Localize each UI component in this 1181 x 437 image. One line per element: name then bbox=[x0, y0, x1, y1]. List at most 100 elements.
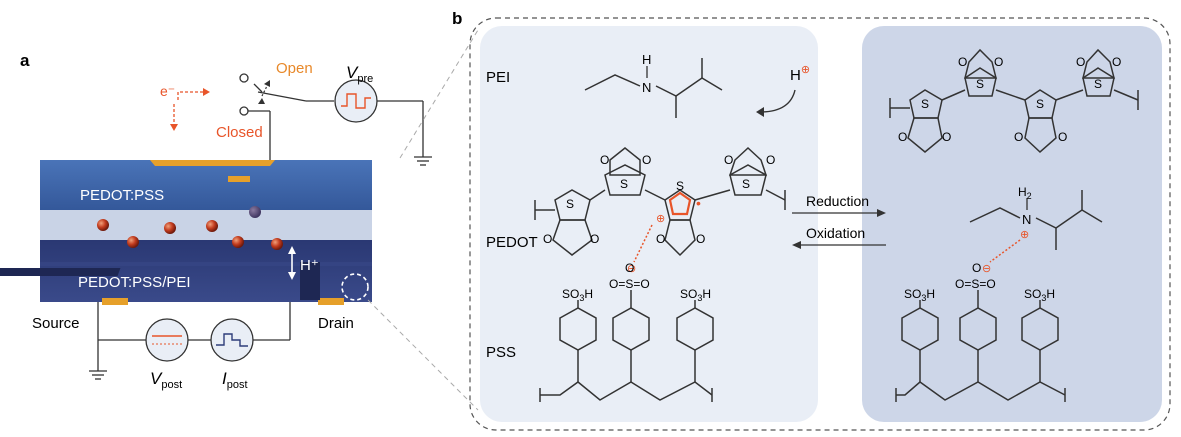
ionic-interaction bbox=[633, 224, 653, 263]
source-label: Source bbox=[32, 315, 80, 332]
sulfur-atom: S bbox=[921, 97, 929, 111]
switch-terminal-closed bbox=[239, 106, 249, 116]
pei-h2-group: H2 bbox=[1018, 185, 1032, 201]
ion-particle bbox=[271, 238, 283, 250]
sulfonic-acid-group: SO3H bbox=[904, 287, 935, 303]
reduction-label: Reduction bbox=[806, 193, 869, 209]
sulfonic-acid-group: SO3H bbox=[1024, 287, 1055, 303]
arrow-head bbox=[877, 209, 886, 217]
switch-closed-label: Closed bbox=[216, 124, 263, 141]
arrow-head bbox=[792, 241, 801, 249]
ground-icon bbox=[414, 156, 432, 166]
pss-polymer-left bbox=[539, 290, 714, 402]
pei-molecule-left bbox=[584, 58, 723, 118]
source-contact bbox=[102, 298, 128, 305]
pedot-row-label: PEDOT bbox=[486, 234, 538, 251]
oxygen-atom: O bbox=[696, 232, 705, 246]
oxidation-label: Oxidation bbox=[806, 225, 865, 241]
panel-b: b PEI PEDOT PSS N H H⊕ bbox=[452, 9, 1171, 431]
pedot-chain-right bbox=[889, 48, 1139, 154]
zoom-guide-line bbox=[367, 299, 479, 411]
negative-charge: ⊖ bbox=[627, 263, 636, 275]
switch-blade bbox=[257, 91, 307, 102]
sulfur-atom: S bbox=[1036, 97, 1044, 111]
sulfonic-acid-group: SO3H bbox=[680, 287, 711, 303]
oxidized-state-panel bbox=[862, 26, 1162, 422]
sulfonate-group: O=S=O bbox=[955, 277, 996, 291]
drain-channel bbox=[300, 262, 320, 300]
source-channel bbox=[0, 268, 121, 276]
panel-a: a PEDOT:PSS PEDOT:PSS/PEI bbox=[0, 29, 479, 411]
top-layer-front bbox=[40, 160, 372, 210]
square-wave-icon bbox=[341, 93, 371, 109]
channel-circuit: Source Drain Vpost Ipost bbox=[32, 302, 354, 391]
sulfur-atom: S bbox=[976, 77, 984, 91]
oxygen-atom: O bbox=[642, 153, 651, 167]
layer-top-label: PEDOT:PSS bbox=[80, 187, 164, 204]
i-post-label: Ipost bbox=[222, 369, 248, 391]
sulfonate-oxygen: O bbox=[625, 261, 634, 275]
pei-n-atom: N bbox=[1022, 212, 1031, 227]
ion-particle bbox=[249, 206, 261, 218]
oxygen-atom: O bbox=[543, 232, 552, 246]
sulfur-atom: S bbox=[620, 177, 628, 191]
switch-open-label: Open bbox=[276, 60, 313, 77]
pei-n-atom: N bbox=[642, 80, 651, 95]
electrolyte-layer bbox=[40, 210, 372, 240]
zoom-frame bbox=[469, 17, 1171, 431]
bottom-layer-edge bbox=[40, 262, 372, 266]
v-post-label: Vpost bbox=[150, 369, 182, 391]
gate-circuit: Open Closed Vpre e⁻ bbox=[160, 60, 432, 166]
oxygen-atom: O bbox=[1076, 55, 1085, 69]
proton-arrow-head-down bbox=[288, 272, 296, 280]
oxygen-atom: O bbox=[766, 153, 775, 167]
electron-label: e⁻ bbox=[160, 83, 175, 99]
reduced-state-panel bbox=[480, 26, 818, 422]
panel-a-label: a bbox=[20, 51, 30, 70]
proton-label: H⊕ bbox=[790, 64, 810, 84]
switch-arrow-head bbox=[264, 80, 270, 87]
oxygen-atom: O bbox=[994, 55, 1003, 69]
pss-polymer-right bbox=[895, 290, 1066, 402]
panel-b-label: b bbox=[452, 9, 462, 28]
electron-path bbox=[177, 91, 204, 100]
oxygen-atom: O bbox=[1014, 130, 1023, 144]
oxygen-atom: O bbox=[958, 55, 967, 69]
pedot-chain-left bbox=[534, 146, 786, 257]
drain-contact bbox=[318, 298, 344, 305]
current-wave-icon bbox=[216, 333, 248, 347]
sulfonate-group: O=S=O bbox=[609, 277, 650, 291]
oxygen-atom: O bbox=[898, 130, 907, 144]
oxygen-atom: O bbox=[600, 153, 609, 167]
ground-icon bbox=[89, 370, 107, 380]
layer-bottom-label: PEDOT:PSS/PEI bbox=[78, 274, 191, 291]
oxygen-atom: O bbox=[656, 232, 665, 246]
drain-label: Drain bbox=[318, 315, 354, 332]
arrow-head bbox=[756, 107, 764, 117]
ion-particle bbox=[97, 219, 109, 231]
switch-arrow-head bbox=[258, 98, 265, 104]
proton-arrow-head-up bbox=[288, 246, 296, 254]
oxygen-atom: O bbox=[942, 130, 951, 144]
radical-dot: • bbox=[696, 195, 701, 211]
gate-contact bbox=[150, 160, 275, 166]
gate-contact-front bbox=[228, 176, 250, 182]
sulfonate-oxygen: O bbox=[972, 261, 981, 275]
ion-particle bbox=[206, 220, 218, 232]
electron-arrow-head bbox=[170, 124, 178, 131]
ion-particle bbox=[164, 222, 176, 234]
positive-charge: ⊕ bbox=[656, 213, 665, 225]
sulfonic-acid-group: SO3H bbox=[562, 287, 593, 303]
zoom-circle bbox=[341, 273, 369, 301]
negative-charge: ⊖ bbox=[982, 263, 991, 275]
ion-particle bbox=[232, 236, 244, 248]
pss-row-label: PSS bbox=[486, 344, 516, 361]
sulfur-atom: S bbox=[742, 177, 750, 191]
pei-molecule-right bbox=[969, 190, 1103, 250]
sulfur-atom: S bbox=[566, 197, 574, 211]
oxygen-atom: O bbox=[1112, 55, 1121, 69]
proton-transfer-arrow bbox=[759, 89, 796, 113]
sulfur-atom: S bbox=[676, 179, 684, 193]
pei-h-atom: H bbox=[642, 52, 651, 67]
